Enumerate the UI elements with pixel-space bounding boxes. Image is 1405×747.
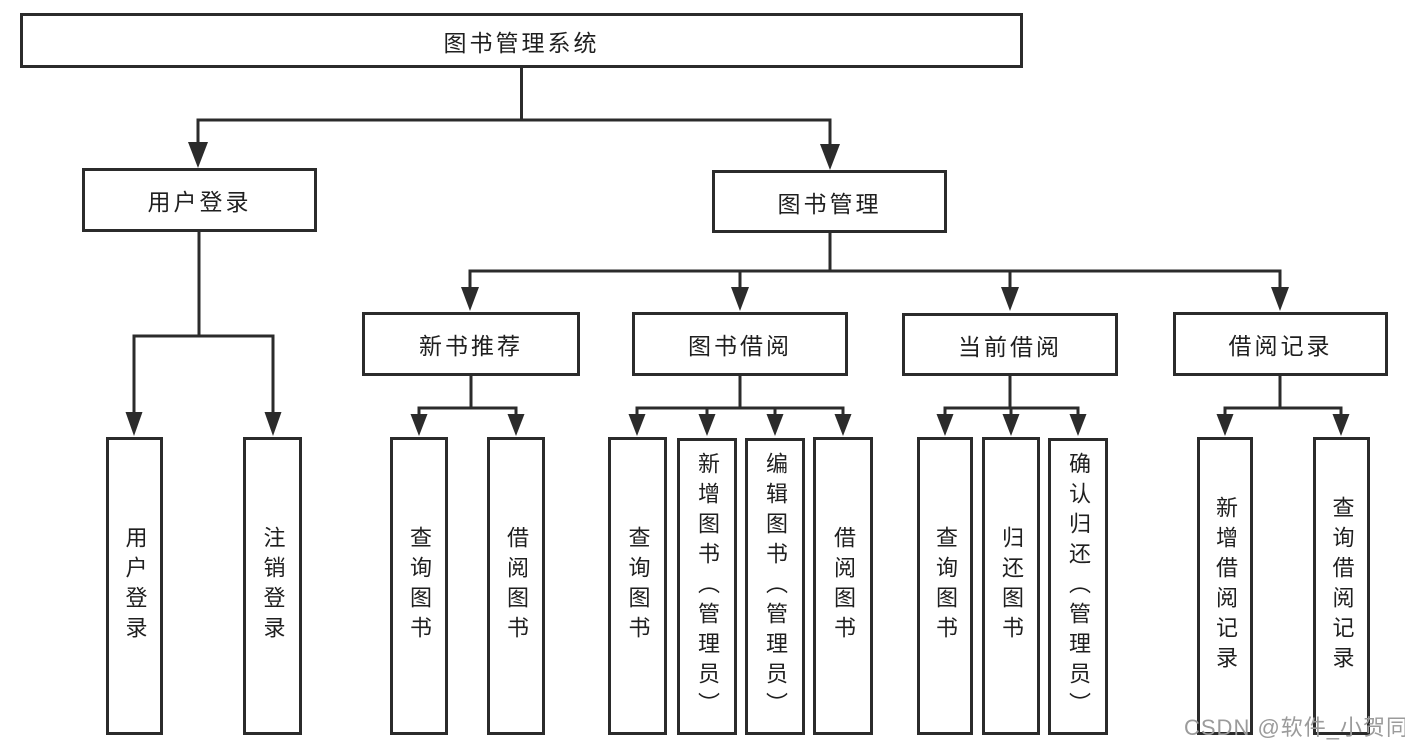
node-book-management: 图书管理 bbox=[712, 170, 947, 233]
leaf-borrowing-edit-books-admin: 编辑图书（管理员） bbox=[745, 438, 805, 735]
node-borrowing-records: 借阅记录 bbox=[1173, 312, 1388, 376]
node-book-borrowing: 图书借阅 bbox=[632, 312, 848, 376]
leaf-current-query-books: 查询图书 bbox=[917, 437, 973, 735]
leaf-current-return-books: 归还图书 bbox=[982, 437, 1040, 735]
node-new-book-recommend: 新书推荐 bbox=[362, 312, 580, 376]
leaf-borrowing-borrow-books: 借阅图书 bbox=[813, 437, 873, 735]
leaf-borrowing-add-books-admin: 新增图书（管理员） bbox=[677, 438, 737, 735]
leaf-user-login: 用户登录 bbox=[106, 437, 163, 735]
node-user-login: 用户登录 bbox=[82, 168, 317, 232]
leaf-newbook-borrow-books: 借阅图书 bbox=[487, 437, 545, 735]
node-current-borrowing: 当前借阅 bbox=[902, 313, 1118, 376]
leaf-borrowing-query-books: 查询图书 bbox=[608, 437, 667, 735]
leaf-newbook-query-books: 查询图书 bbox=[390, 437, 448, 735]
node-library-system: 图书管理系统 bbox=[20, 13, 1023, 68]
leaf-logout: 注销登录 bbox=[243, 437, 302, 735]
leaf-current-confirm-return-admin: 确认归还（管理员） bbox=[1048, 438, 1108, 735]
leaf-records-query-record: 查询借阅记录 bbox=[1313, 437, 1370, 735]
csdn-watermark: CSDN @软件_小贺同学 bbox=[1184, 715, 1405, 740]
leaf-records-add-record: 新增借阅记录 bbox=[1197, 437, 1253, 735]
